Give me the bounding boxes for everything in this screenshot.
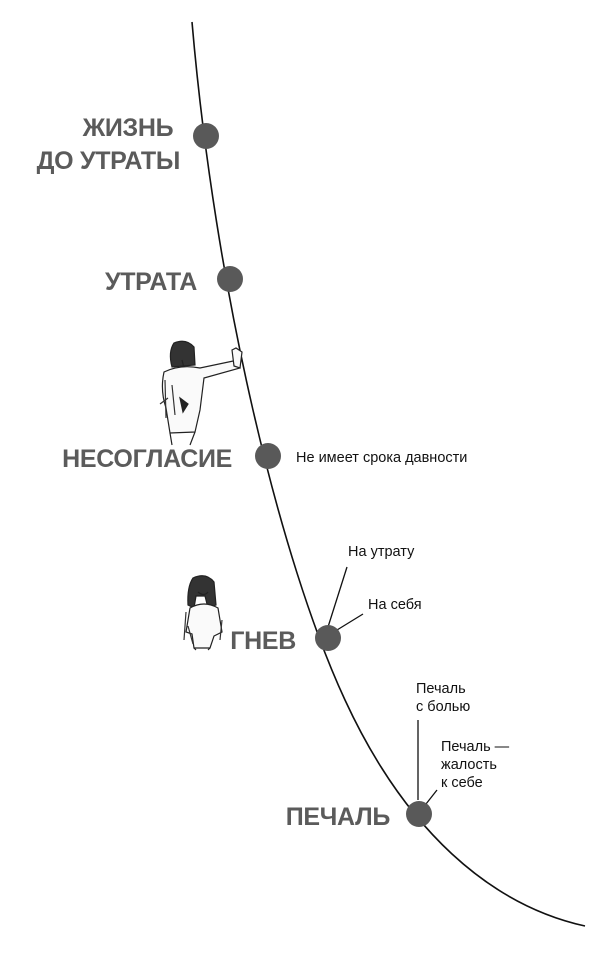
note-anger-at-loss-line-1: На утрату	[348, 544, 415, 560]
label-loss: УТРАТА	[105, 268, 197, 296]
label-life-before-loss-line-2: ДО УТРАТЫ	[37, 147, 180, 175]
note-sadness-self-pity-line-3: к себе	[441, 775, 483, 791]
sadness-connectors	[417, 720, 438, 805]
note-sadness-pain-line-1: Печаль	[416, 681, 466, 697]
label-life-before-loss: ЖИЗНЬ ДО УТРАТЫ	[37, 114, 180, 175]
label-life-before-loss-line-1: ЖИЗНЬ	[82, 114, 174, 142]
label-anger-line-1: ГНЕВ	[230, 627, 296, 655]
node-sadness	[406, 801, 432, 827]
note-sadness-pain-line-2: с болью	[416, 699, 470, 715]
note-anger-at-self: На себя	[368, 597, 422, 613]
node-anger	[315, 625, 341, 651]
note-anger-at-loss: На утрату	[348, 544, 415, 560]
note-sadness-self-pity-line-1: Печаль —	[441, 739, 510, 755]
girl-standing-icon	[183, 575, 223, 651]
stage-nodes	[193, 123, 432, 827]
note-sadness-self-pity: Печаль — жалость к себе	[441, 739, 513, 791]
node-life-before-loss	[193, 123, 219, 149]
label-denial-line-1: НЕСОГЛАСИЕ	[62, 445, 232, 473]
girl-raising-hand-icon	[159, 340, 243, 446]
note-denial-line-1: Не имеет срока давности	[296, 450, 467, 466]
node-loss	[217, 266, 243, 292]
note-denial: Не имеет срока давности	[296, 450, 467, 466]
label-sadness-line-1: ПЕЧАЛЬ	[286, 803, 391, 831]
note-anger-at-self-line-1: На себя	[368, 597, 422, 613]
note-sadness-self-pity-line-2: жалость	[441, 757, 497, 773]
label-loss-line-1: УТРАТА	[105, 268, 197, 296]
node-denial	[255, 443, 281, 469]
note-sadness-pain: Печаль с болью	[416, 681, 470, 715]
timeline-curve	[191, 21, 586, 927]
label-anger: ГНЕВ	[230, 627, 296, 655]
label-denial: НЕСОГЛАСИЕ	[62, 445, 232, 473]
anger-connectors	[327, 566, 364, 631]
label-sadness: ПЕЧАЛЬ	[286, 803, 391, 831]
